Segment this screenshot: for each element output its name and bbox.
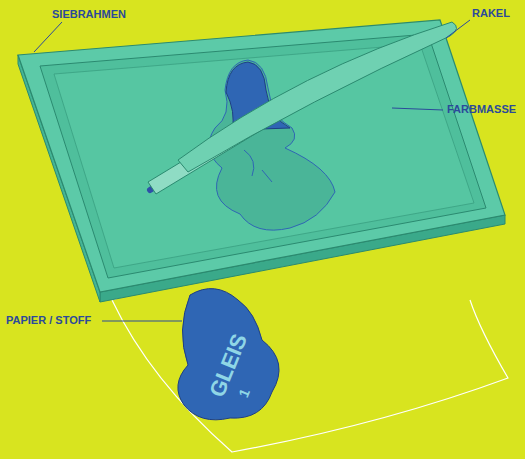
squeegee-handle — [178, 22, 457, 172]
leader-line — [392, 108, 443, 110]
part-label: PAPIER / STOFF — [6, 315, 91, 326]
printed-motif — [178, 289, 279, 420]
stencil-mark — [244, 150, 272, 182]
paper-sheet — [112, 262, 508, 452]
screen-mesh — [40, 34, 486, 278]
part-label: RAKEL — [472, 8, 510, 19]
part-label: SIEBRAHMEN — [52, 9, 126, 20]
screen-mesh-inner — [54, 44, 474, 268]
leader-line — [446, 20, 470, 38]
screen-frame — [18, 20, 505, 292]
leader-line — [102, 321, 182, 322]
leader-line — [34, 22, 62, 52]
part-label: FARBMASSE — [447, 104, 516, 115]
